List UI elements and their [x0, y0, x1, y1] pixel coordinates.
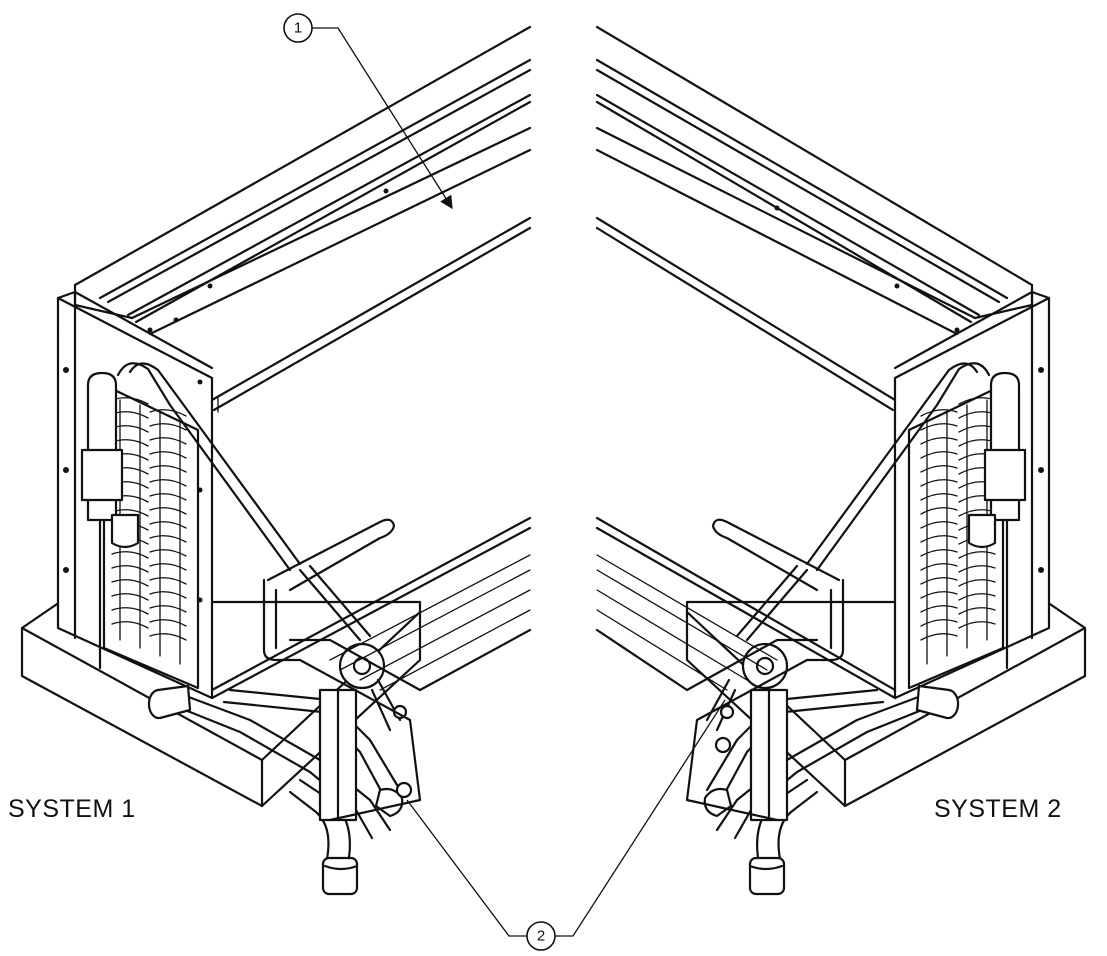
callout-2-leader-right	[555, 699, 726, 937]
system-1-coil-assembly	[20, 25, 532, 896]
callout-2-leader-left	[406, 799, 527, 937]
callout-1-number: 1	[294, 20, 302, 37]
bottom-rails-left	[210, 516, 532, 700]
header-tube-left	[80, 362, 302, 572]
callout-1-leader	[312, 27, 453, 210]
top-rails-right	[595, 25, 1034, 412]
callout-2: 2	[406, 699, 726, 951]
distributor-right	[685, 638, 819, 822]
top-rails-left	[73, 25, 532, 413]
distributor-left	[288, 638, 422, 822]
callout-1: 1	[283, 13, 453, 210]
system-1-label: SYSTEM 1	[8, 795, 136, 823]
system-2-coil-assembly	[595, 25, 1087, 896]
bottom-rails-right	[595, 516, 897, 700]
callout-2-number: 2	[537, 928, 545, 945]
system-2-label: SYSTEM 2	[934, 795, 1062, 823]
header-tube-right	[805, 362, 1027, 572]
